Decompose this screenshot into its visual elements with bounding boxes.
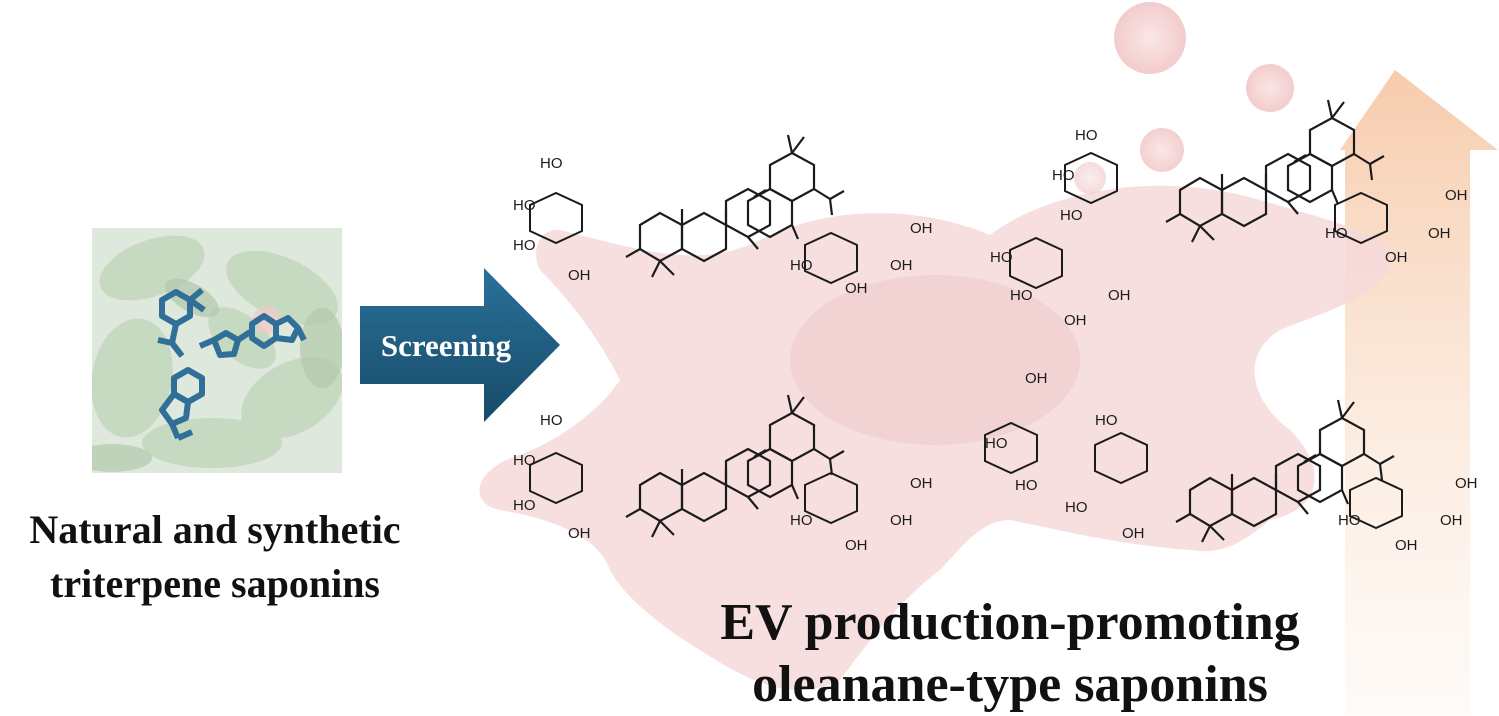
svg-text:HO: HO	[790, 257, 813, 274]
right-caption-line1: EV production-promoting	[720, 594, 1300, 651]
svg-text:HO: HO	[1075, 127, 1098, 144]
svg-text:HO: HO	[513, 237, 536, 254]
screening-arrow: Screening	[360, 268, 560, 422]
svg-text:OH: OH	[1395, 537, 1418, 554]
saponin-structure-2	[1009, 98, 1388, 289]
svg-text:OH: OH	[1025, 370, 1048, 387]
svg-text:OH: OH	[1455, 475, 1478, 492]
svg-text:OH: OH	[1122, 525, 1145, 542]
svg-text:OH: OH	[568, 525, 591, 542]
svg-text:OH: OH	[910, 475, 933, 492]
svg-text:OH: OH	[845, 280, 868, 297]
svg-text:HO: HO	[1325, 225, 1348, 242]
svg-text:HO: HO	[1060, 207, 1083, 224]
svg-text:HO: HO	[540, 155, 563, 172]
svg-text:OH: OH	[1108, 287, 1131, 304]
vesicle-bubble	[1246, 64, 1294, 112]
plant-panel	[92, 228, 342, 473]
svg-text:HO: HO	[1065, 499, 1088, 516]
svg-text:HO: HO	[985, 435, 1008, 452]
svg-text:HO: HO	[513, 452, 536, 469]
right-caption-line2: oleanane-type saponins	[752, 656, 1268, 713]
svg-text:HO: HO	[1052, 167, 1075, 184]
svg-text:OH: OH	[1445, 187, 1468, 204]
svg-text:HO: HO	[513, 197, 536, 214]
vesicle-bubble	[1114, 2, 1186, 74]
svg-text:OH: OH	[1440, 512, 1463, 529]
svg-text:HO: HO	[540, 412, 563, 429]
highlight-molecules	[157, 287, 307, 441]
right-caption: EV production-promoting oleanane-type sa…	[680, 592, 1340, 716]
svg-text:HO: HO	[1338, 512, 1361, 529]
svg-text:HO: HO	[513, 497, 536, 514]
svg-text:OH: OH	[1385, 249, 1408, 266]
nucleus-shape	[790, 275, 1080, 445]
svg-text:HO: HO	[1010, 287, 1033, 304]
screening-label: Screening	[381, 328, 512, 363]
vesicle-bubble	[1140, 128, 1184, 172]
left-caption-line2: triterpene saponins	[50, 561, 380, 606]
svg-text:HO: HO	[1095, 412, 1118, 429]
svg-text:OH: OH	[845, 537, 868, 554]
up-arrow-icon	[1340, 70, 1498, 715]
svg-text:HO: HO	[790, 512, 813, 529]
svg-text:OH: OH	[890, 512, 913, 529]
svg-text:HO: HO	[990, 249, 1013, 266]
vesicle-bubble	[1074, 162, 1106, 194]
left-caption-line1: Natural and synthetic	[29, 507, 401, 552]
svg-text:OH: OH	[890, 257, 913, 274]
svg-text:OH: OH	[568, 267, 591, 284]
svg-text:HO: HO	[1015, 477, 1038, 494]
svg-text:OH: OH	[1428, 225, 1451, 242]
svg-text:OH: OH	[1064, 312, 1087, 329]
svg-text:OH: OH	[910, 220, 933, 237]
left-caption: Natural and synthetic triterpene saponin…	[0, 503, 430, 611]
